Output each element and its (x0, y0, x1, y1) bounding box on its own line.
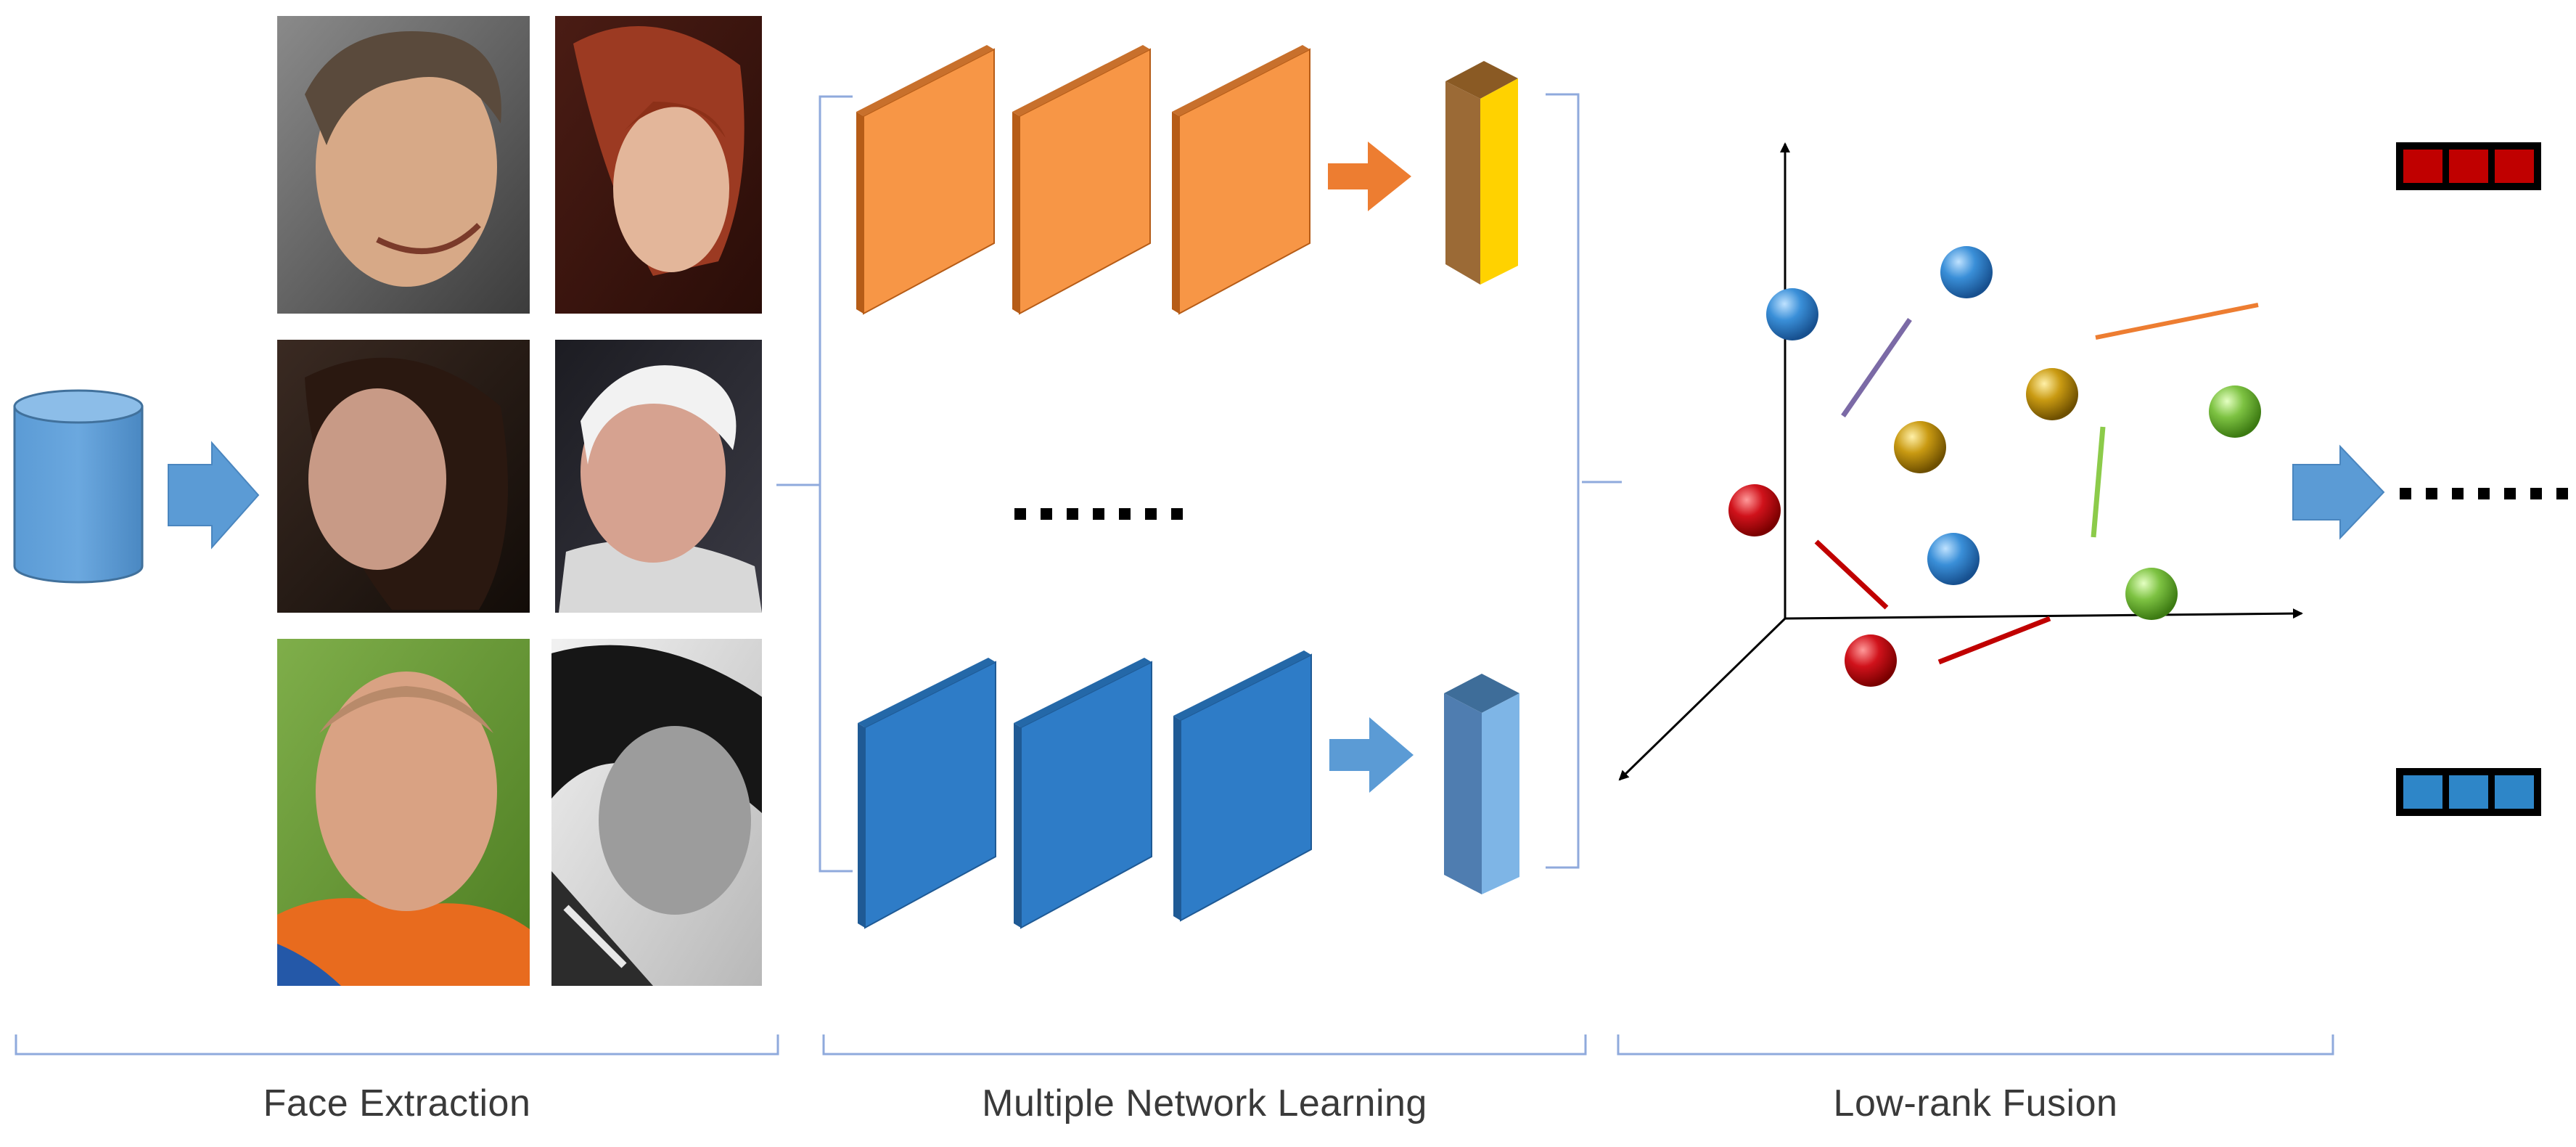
database-icon (13, 389, 144, 584)
stage-label-network-learning: Multiple Network Learning (982, 1082, 1427, 1124)
stage-bracket (1617, 1034, 2334, 1056)
stage-label-fusion: Low-rank Fusion (1833, 1082, 2118, 1124)
projection-line (1937, 616, 2051, 665)
stage-label-face-extraction: Face Extraction (263, 1082, 531, 1124)
face-photo (555, 340, 762, 613)
face-photo (277, 340, 530, 613)
feature-map (1012, 45, 1151, 315)
face-photo (555, 16, 762, 314)
sphere (2125, 568, 2178, 620)
sphere (1894, 421, 1946, 473)
sphere (2026, 368, 2078, 420)
projection-line (1814, 539, 1889, 610)
output-vector (2396, 768, 2541, 816)
projection-line (1841, 318, 1912, 417)
feature-vector-block (1444, 674, 1519, 894)
ellipsis-dots (2400, 488, 2568, 499)
sphere (1845, 634, 1897, 687)
feature-map (1172, 45, 1310, 315)
sphere (1940, 246, 1993, 298)
sphere (1927, 533, 1980, 585)
sphere (1766, 288, 1818, 340)
feature-vector-block (1445, 61, 1518, 285)
3d-axes (1618, 142, 2303, 781)
arrow-right-icon (1329, 717, 1414, 793)
feature-map (1014, 658, 1152, 929)
feature-map (858, 658, 996, 929)
sphere (2209, 385, 2261, 438)
arrow-right-icon (1328, 142, 1411, 211)
ellipsis-dots (1014, 508, 1183, 520)
face-photo (277, 639, 530, 986)
feature-map (856, 45, 995, 315)
output-vector (2396, 142, 2541, 190)
projection-line (2091, 426, 2106, 538)
sphere (1728, 484, 1781, 536)
stage-bracket (822, 1034, 1587, 1056)
projection-line (2095, 303, 2259, 340)
face-photo (277, 16, 530, 314)
network-bracket-right (1546, 93, 1580, 869)
orange-network (856, 45, 1518, 315)
stage-bracket (15, 1034, 779, 1056)
arrow-right-icon (2292, 444, 2385, 540)
feature-map (1173, 650, 1312, 922)
blue-network (858, 650, 1519, 929)
arrow-right-icon (168, 441, 260, 550)
face-photo (551, 639, 762, 986)
network-bracket-left (819, 95, 853, 873)
